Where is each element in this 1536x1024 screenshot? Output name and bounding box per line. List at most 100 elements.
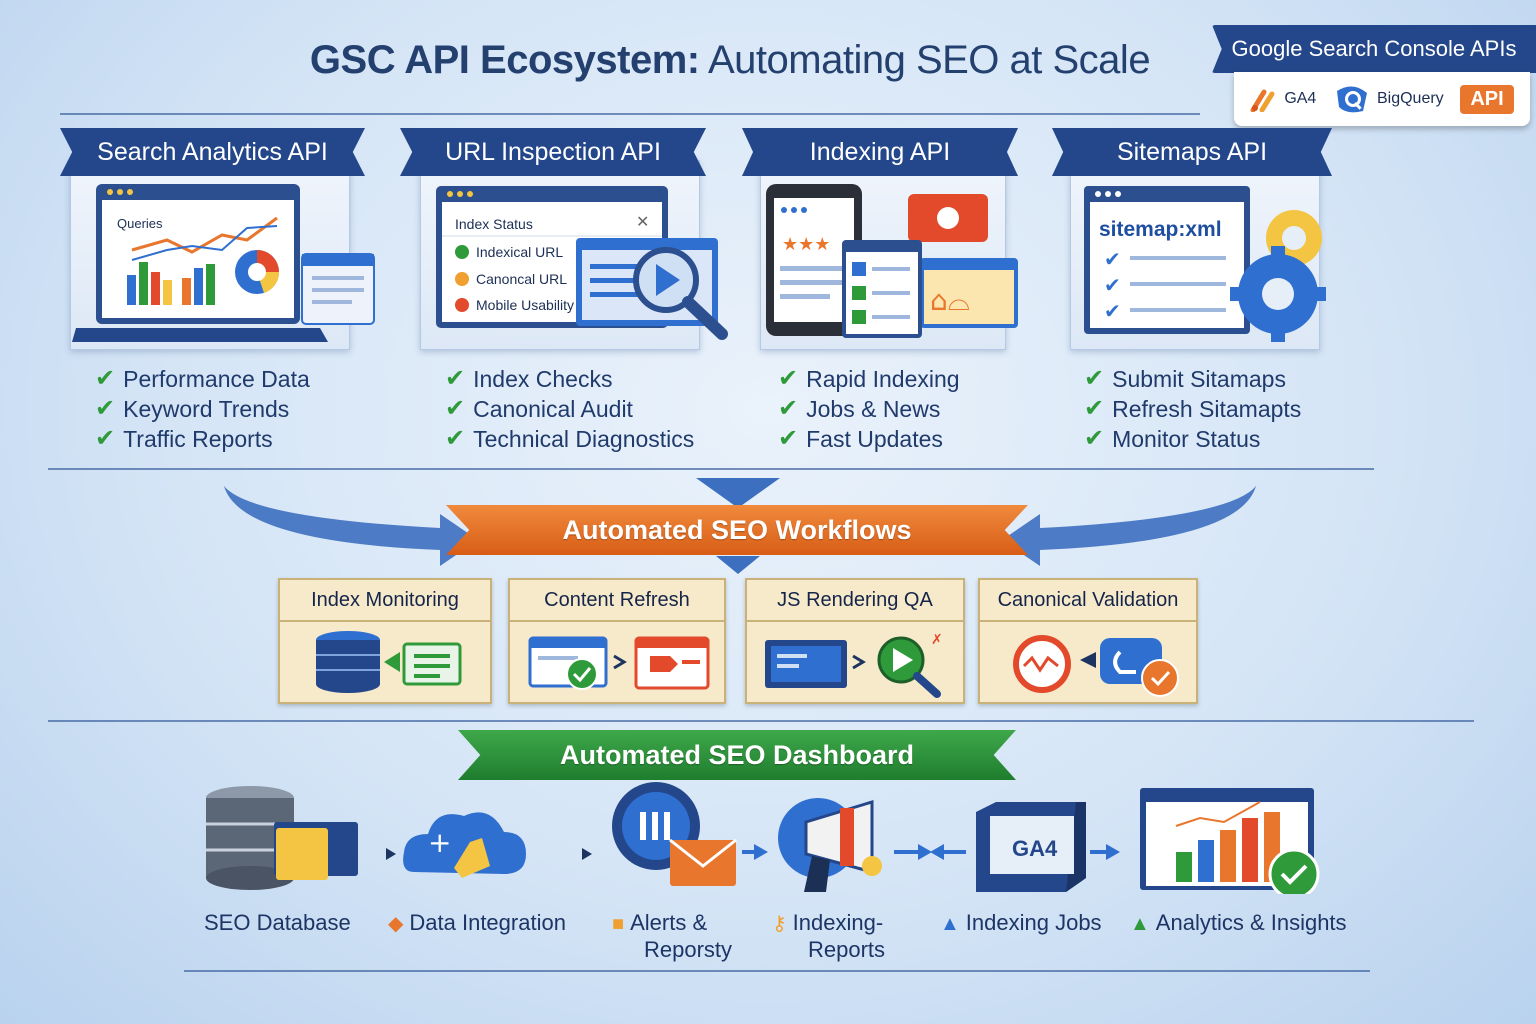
ga4-label: GA4: [1284, 90, 1317, 107]
ga4-box-icon: [976, 802, 1086, 892]
workflows-banner: Automated SEO Workflows: [446, 505, 1028, 555]
canonical-validation-icon: [1013, 635, 1179, 697]
dashboard-step-analytics-insights: ▲Analytics & Insights: [1130, 910, 1347, 937]
screen-row: Canoncal URL: [476, 271, 568, 287]
check-icon: ✔: [95, 395, 116, 422]
page-title: GSC API Ecosystem: Automating SEO at Sca…: [0, 38, 1460, 83]
search-analytics-bullets: ✔ Performance Data ✔ Keyword Trends ✔ Traff…: [95, 364, 310, 454]
check-icon: ✔: [95, 425, 116, 452]
bullet-item: ✔ Refresh Sitamapts: [1084, 394, 1301, 424]
lock-icon: ■: [612, 913, 625, 935]
pill-icon: ◆: [388, 913, 404, 935]
svg-text:✔: ✔: [1104, 273, 1121, 297]
bullet-item: ✔ Monitor Status: [1084, 424, 1301, 454]
close-icon: ✕: [636, 214, 650, 231]
check-icon: ✔: [445, 365, 466, 392]
bullet-item: ✔Technical Diagnostics: [445, 424, 694, 454]
api-pill: API: [1460, 84, 1514, 114]
analytics-chart-icon: [1140, 788, 1320, 894]
page-title-rest: Automating SEO at Scale: [699, 38, 1151, 82]
cloud-integration-icon: +: [403, 812, 526, 878]
url-inspection-banner: URL Inspection API: [400, 128, 706, 176]
divider: [184, 970, 1370, 972]
bullet-text: Submit Sitamaps: [1112, 366, 1286, 392]
search-analytics-banner: Search Analytics API: [60, 128, 365, 176]
divider: [48, 720, 1474, 722]
dashboard-flow-icons: +: [206, 782, 1320, 894]
bullet-text: Canonical Audit: [473, 396, 633, 422]
bullet-text: Keyword Trends: [123, 396, 290, 422]
step-label: Analytics & Insights: [1155, 910, 1347, 935]
check-icon: ✔: [778, 365, 799, 392]
sitemap-document-icon: ✔ ✔ ✔: [1084, 186, 1326, 342]
workflow-card-js-rendering-qa: JS Rendering QA ✗: [745, 578, 965, 704]
bullet-item: ✔ Canonical Audit: [445, 394, 694, 424]
sitemaps-banner: Sitemaps API: [1052, 128, 1332, 176]
bigquery-logo-icon: [1336, 86, 1367, 113]
workflow-card-title: Index Monitoring: [280, 580, 490, 622]
page-title-bold: GSC API Ecosystem:: [309, 38, 700, 82]
check-icon: ✔: [95, 365, 116, 392]
check-icon: ✔: [1084, 395, 1105, 422]
indexing-banner: Indexing API: [742, 128, 1018, 176]
step-label: Alerts &: [630, 910, 708, 935]
check-icon: ✔: [1084, 425, 1105, 452]
step-label: Indexing Jobs: [965, 910, 1102, 935]
queries-label: Queries: [117, 216, 163, 231]
bullet-item: ✔Rapid Indexing: [778, 364, 960, 394]
workflow-card-index-monitoring: Index Monitoring: [278, 578, 492, 704]
check-icon: ✔: [778, 425, 799, 452]
indexing-bullets: ✔Rapid Indexing ✔Jobs & News ✔Fast Updat…: [778, 364, 960, 454]
check-icon: ✔: [1084, 365, 1105, 392]
workflow-card-content-refresh: Content Refresh: [508, 578, 726, 704]
key-icon: ⚷: [772, 913, 787, 935]
step-label: SEO Database: [204, 910, 351, 935]
workflow-card-title: Canonical Validation: [980, 580, 1196, 622]
check-icon: ✔: [445, 395, 466, 422]
content-refresh-icon: [528, 636, 710, 690]
megaphone-reports-icon: [778, 798, 882, 892]
dashboard-step-indexing-reports: ⚷Indexing- Reports: [772, 910, 885, 963]
user-icon: ▲: [940, 913, 960, 935]
svg-text:✔: ✔: [1104, 299, 1121, 323]
database-export-icon: [316, 631, 462, 693]
user-icon: ▲: [1130, 913, 1150, 935]
bullet-text: Traffic Reports: [123, 426, 273, 452]
bigquery-label: BigQuery: [1376, 90, 1444, 107]
bullet-item: ✔Jobs & News: [778, 394, 960, 424]
divider: [48, 468, 1374, 470]
dashboard-title: Automated SEO Dashboard: [559, 739, 915, 770]
bullet-text: Jobs & News: [806, 396, 941, 422]
bullet-item: ✔ Keyword Trends: [95, 394, 310, 424]
svg-text:✗: ✗: [931, 632, 943, 648]
dashboard-step-indexing-jobs: ▲Indexing Jobs: [940, 910, 1102, 937]
index-status-label: Index Status: [455, 216, 533, 232]
database-icon: [206, 786, 358, 890]
svg-text:⌂⌓: ⌂⌓: [930, 284, 970, 317]
workflow-card-canonical-validation: Canonical Validation: [978, 578, 1198, 704]
bigquery-item: BigQuery: [1333, 83, 1444, 115]
gsc-apis-badge: Google Search Console APIs: [1212, 25, 1536, 73]
bullet-item: ✔Fast Updates: [778, 424, 960, 454]
bullet-text: Refresh Sitamapts: [1112, 396, 1302, 422]
url-inspection-window-icon: [436, 186, 728, 340]
bullet-item: ✔ Traffic Reports: [95, 424, 310, 454]
indexing-title: Indexing API: [809, 137, 951, 166]
workflow-curved-arrows: [224, 478, 1256, 574]
gsc-apis-badge-label: Google Search Console APIs: [1231, 36, 1517, 61]
js-rendering-icon: ✗: [765, 632, 943, 698]
divider: [60, 113, 1200, 115]
ga4-logo-icon: [1250, 89, 1275, 112]
svg-text:+: +: [428, 826, 451, 859]
ga4-box-label: GA4: [1012, 836, 1058, 861]
laptop-analytics-icon: [72, 184, 375, 342]
bullet-item: ✔ Performance Data: [95, 364, 310, 394]
bullet-text: Monitor Status: [1112, 426, 1261, 452]
alerts-email-icon: [612, 782, 737, 886]
dashboard-step-alerts-reports: ■Alerts & Reporsty: [612, 910, 732, 963]
sitemaps-bullets: ✔ Submit Sitamaps ✔ Refresh Sitamapts ✔ Mon…: [1084, 364, 1301, 454]
bullet-item: ✔Index Checks: [445, 364, 694, 394]
screen-row: Mobile Usability: [476, 297, 575, 313]
bullet-text: Performance Data: [123, 366, 310, 392]
indexing-devices-icon: ★★★ ⌂⌓: [766, 184, 1018, 338]
